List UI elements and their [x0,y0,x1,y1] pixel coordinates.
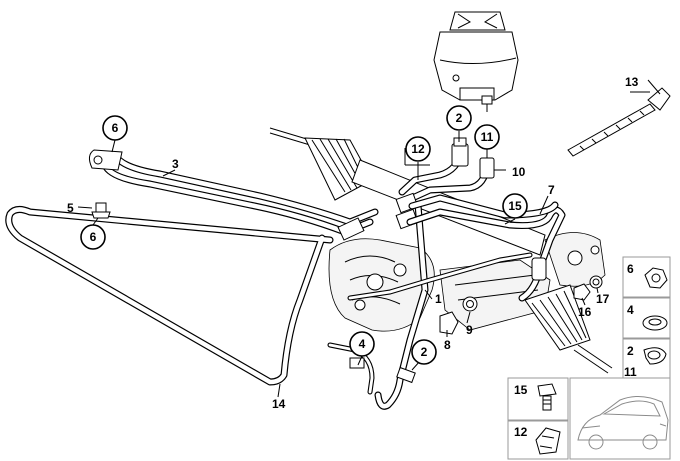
callout-label: 6 [112,121,119,135]
small-fittings [91,137,603,369]
callout-label: 2 [421,345,428,359]
legend-label: 12 [514,425,528,439]
label-17: 17 [596,292,610,306]
callout-label: 2 [456,111,463,125]
callout-6-top: 6 [102,115,128,141]
hose-line-3 [88,149,379,241]
legend-label: 15 [514,383,528,397]
steering-rack-assembly [269,127,613,374]
label-14: 14 [272,397,286,411]
legend-box-bolt: 15 [507,377,569,421]
callout-11: 11 [474,124,500,150]
label-9: 9 [466,323,473,337]
legend-label: 2 [627,344,634,358]
cable-tie [567,79,671,157]
label-1: 1 [435,292,442,306]
leader-lines [77,91,650,398]
legend-box-bracket: 12 [507,420,569,460]
callout-label: 12 [411,142,425,156]
callout-label: 15 [508,199,522,213]
legend-box-clamp: 2 11 [622,338,671,380]
legend-box-nut: 6 [622,256,671,298]
fluid-reservoir [433,11,519,112]
callout-15: 15 [502,193,528,219]
label-16: 16 [578,305,592,319]
legend-label: 6 [627,262,634,276]
legend-label: 4 [627,303,634,317]
callout-4: 4 [349,331,375,357]
label-5: 5 [67,201,74,215]
callout-label: 4 [359,337,366,351]
callout-label: 11 [481,130,494,144]
label-7: 7 [548,183,555,197]
callout-label: 6 [90,230,97,244]
callout-2-top: 2 [446,105,472,131]
cooling-loop-14 [5,205,334,386]
callout-12: 12 [405,136,431,162]
callout-2-bottom: 2 [411,339,437,365]
label-13: 13 [625,75,639,89]
label-3: 3 [172,157,179,171]
legend-label: 11 [624,365,637,379]
label-8: 8 [444,338,451,352]
callout-6-bottom: 6 [80,224,106,250]
return-line-7 [406,194,566,302]
legend-box-ring: 4 [622,297,671,339]
label-10: 10 [512,165,526,179]
car-location-icon [569,377,671,460]
